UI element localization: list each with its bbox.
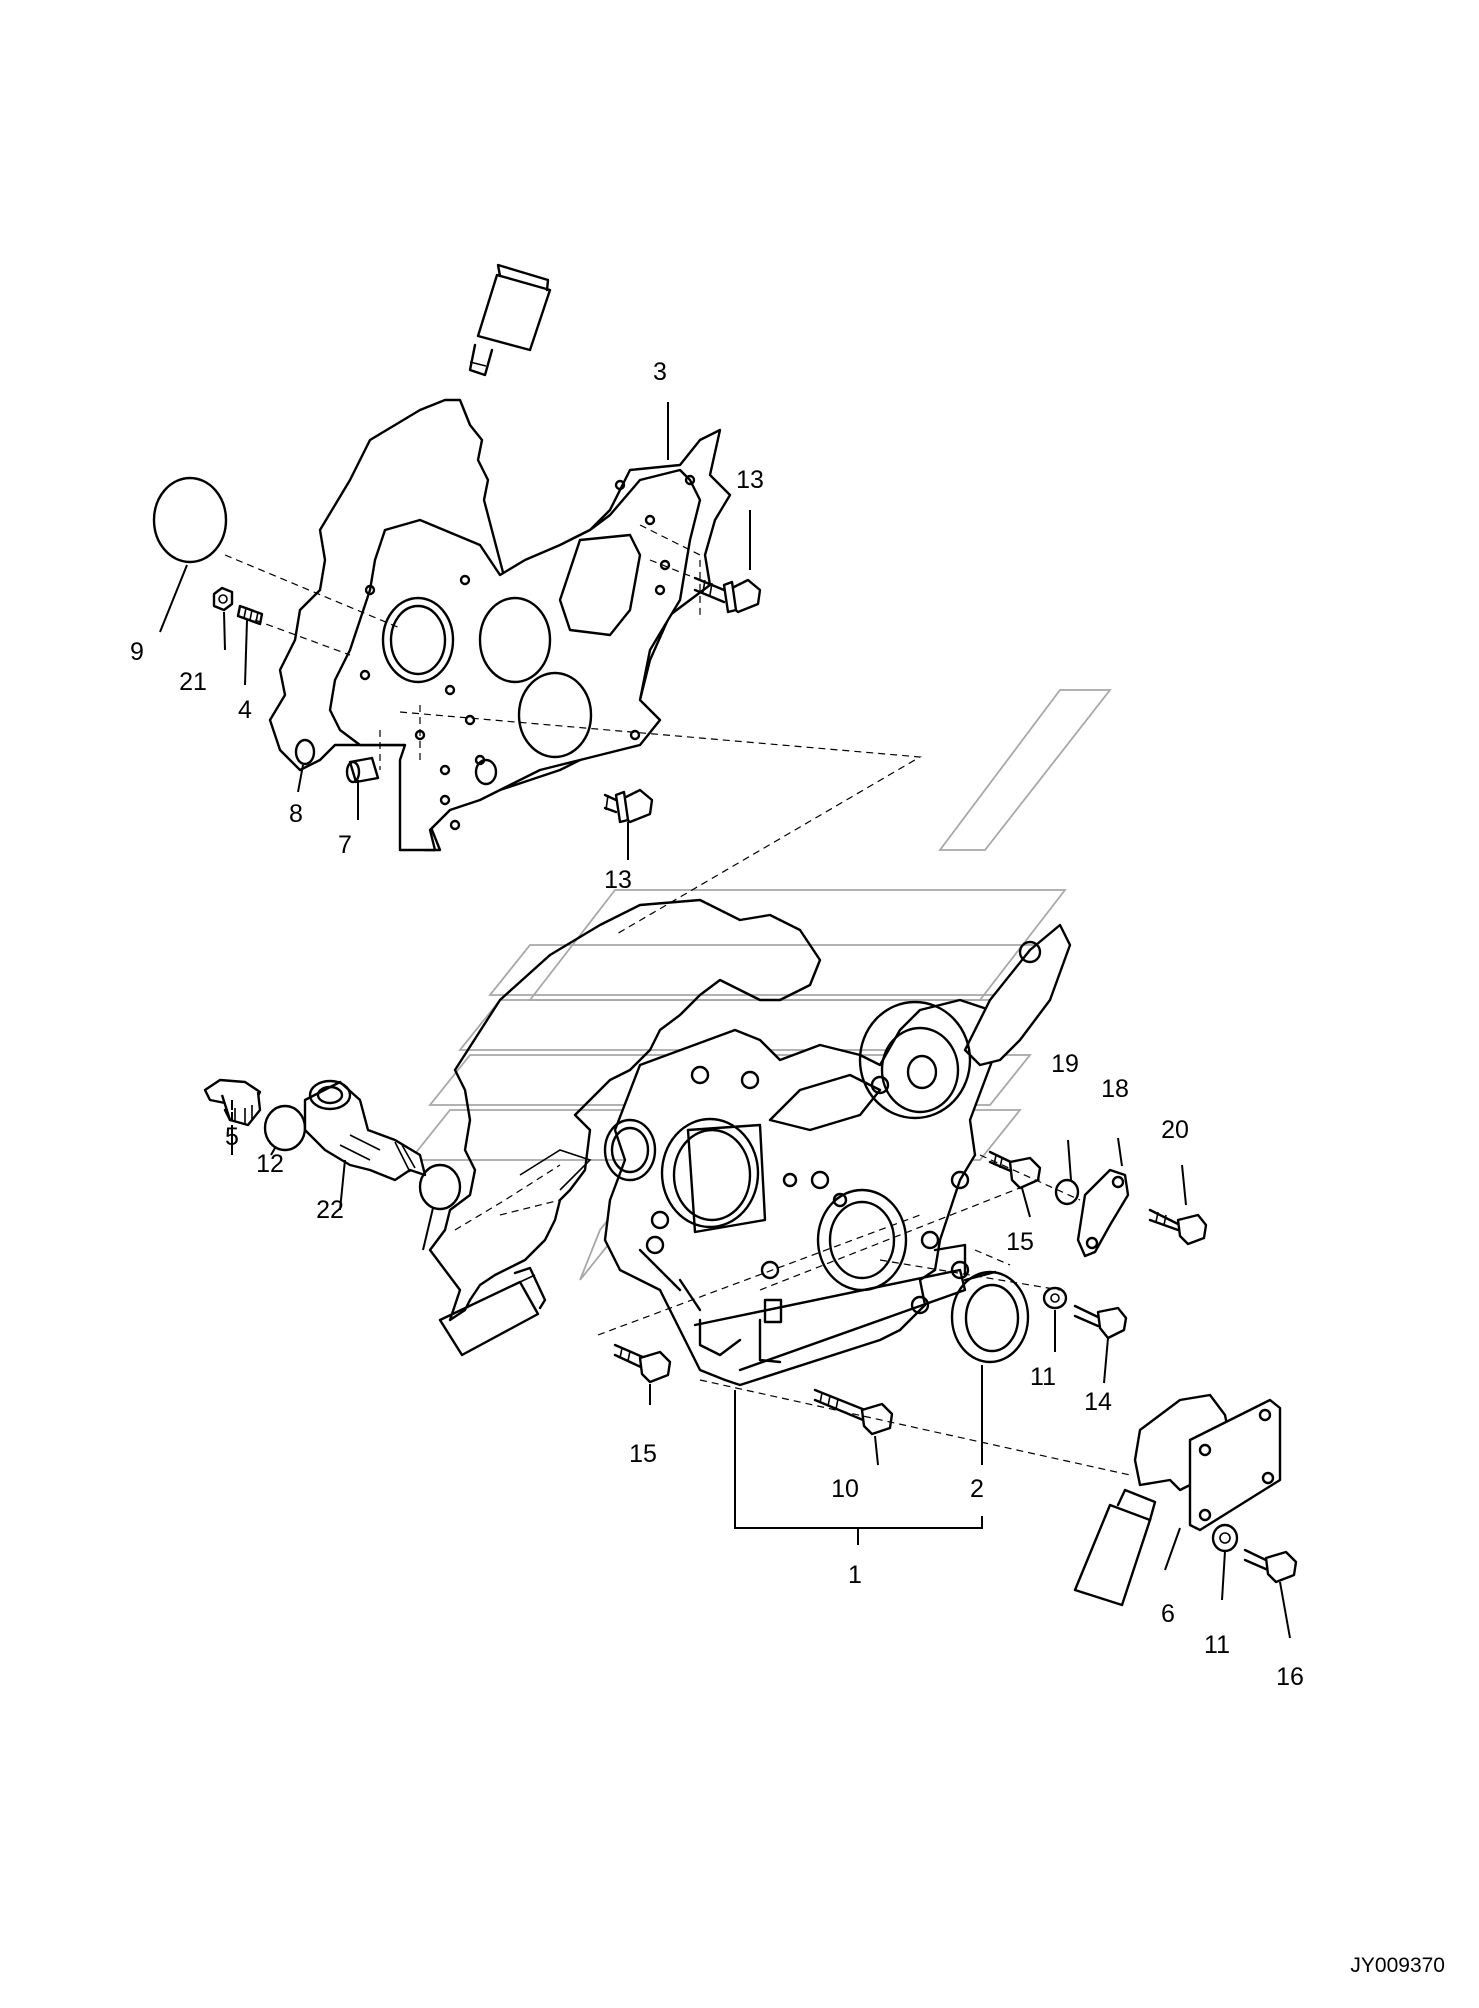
- callout-12: 12: [256, 1150, 284, 1178]
- filler-neck-21: [303, 1079, 427, 1182]
- bolt-10: [813, 1388, 894, 1436]
- callout-14: 14: [1084, 1388, 1112, 1416]
- callout-15-left: 15: [629, 1440, 657, 1468]
- nut-17: [212, 586, 234, 612]
- callout-3: 3: [653, 358, 667, 386]
- o-ring-9: [152, 476, 228, 564]
- bolt-15-right: [988, 1150, 1042, 1190]
- o-ring-12: [263, 1104, 307, 1152]
- cover-plate-6: [1188, 1398, 1282, 1532]
- callout-19: 19: [1051, 1050, 1079, 1078]
- sealant-tube-lower: [1073, 1488, 1157, 1607]
- cover-plate-18: [1076, 1168, 1130, 1258]
- alignment-lines-upper: [224, 524, 922, 936]
- dowel-7: [345, 756, 380, 784]
- bolt-14: [1073, 1304, 1128, 1340]
- callout-20: 20: [1161, 1116, 1189, 1144]
- callout-labels: 3 13 9 21 4 8 7 13 5 12 22 19 18 20 15 1…: [130, 358, 1304, 1691]
- bolt-13-upper: [693, 576, 762, 614]
- callout-1: 1: [848, 1561, 862, 1589]
- bolt-15-left: [613, 1343, 672, 1384]
- bolt-13-lower: [603, 788, 654, 824]
- oil-seal-2: [950, 1270, 1030, 1364]
- callout-7: 7: [338, 831, 352, 859]
- plate-front: [328, 468, 702, 852]
- leader-lines: [159, 402, 1291, 1639]
- callout-13-lower: 13: [604, 866, 632, 894]
- callout-16: 16: [1276, 1663, 1304, 1691]
- callout-11-mid: 11: [1030, 1363, 1056, 1391]
- oil-filler-cap-5: [203, 1078, 262, 1127]
- callout-8: 8: [289, 800, 303, 828]
- drawing-code: JY009370: [1350, 1954, 1445, 1977]
- washer-11-mid: [1042, 1286, 1068, 1310]
- washer-11-lower: [1211, 1523, 1239, 1553]
- stud-4: [236, 604, 264, 626]
- sealant-tube-mid: [438, 1266, 547, 1357]
- o-ring-19: [1054, 1178, 1080, 1206]
- o-ring-8: [294, 738, 316, 766]
- callout-9: 9: [130, 638, 144, 666]
- sealant-tube-upper: [468, 263, 552, 377]
- o-ring-22: [418, 1163, 462, 1211]
- gear-case-1: [603, 923, 1072, 1387]
- callout-15-right: 15: [1006, 1228, 1034, 1256]
- callout-13-upper: 13: [736, 466, 764, 494]
- callout-2: 2: [970, 1475, 984, 1503]
- callout-4: 4: [238, 696, 252, 724]
- callout-18: 18: [1101, 1075, 1129, 1103]
- callout-10: 10: [831, 1475, 859, 1503]
- callout-11-lower: 11: [1204, 1631, 1230, 1659]
- callout-21: 22: [316, 1196, 344, 1224]
- bolt-20: [1148, 1208, 1208, 1246]
- callout-6: 6: [1161, 1600, 1175, 1628]
- callout-17: 21: [179, 668, 207, 696]
- gasket-rear: [428, 898, 822, 1322]
- bolt-16: [1243, 1548, 1298, 1584]
- callout-5: 5: [225, 1123, 239, 1151]
- alignment-lines-lower: [454, 1154, 1131, 1476]
